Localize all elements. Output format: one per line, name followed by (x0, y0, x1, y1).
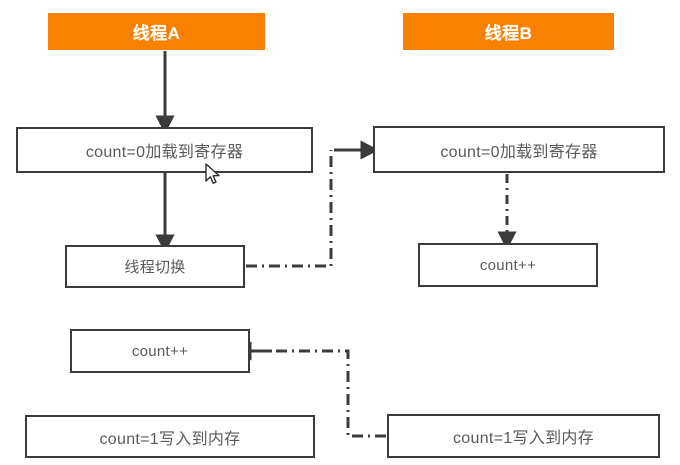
node-a-write-memory[interactable]: count=1写入到内存 (25, 415, 315, 458)
node-b-increment-label: count++ (479, 256, 537, 274)
thread-a-header-label: 线程A (132, 24, 181, 43)
node-b-increment[interactable]: count++ (418, 243, 598, 287)
node-a-thread-switch-label: 线程切换 (124, 259, 186, 276)
node-a-load-register-label: count=0加载到寄存器 (85, 144, 244, 161)
node-b-load-register-label: count=0加载到寄存器 (440, 143, 598, 161)
thread-b-header-label: 线程B (484, 24, 533, 43)
node-a-load-register[interactable]: count=0加载到寄存器 (16, 127, 313, 173)
node-a-increment[interactable]: count++ (70, 329, 250, 373)
thread-a-header: 线程A (48, 13, 265, 50)
node-a-thread-switch[interactable]: 线程切换 (65, 245, 245, 288)
node-b-write-memory-label: count=1写入到内存 (453, 430, 594, 447)
node-a-write-memory-label: count=1写入到内存 (99, 430, 241, 448)
node-b-load-register[interactable]: count=0加载到寄存器 (373, 126, 665, 173)
node-b-write-memory[interactable]: count=1写入到内存 (387, 414, 660, 458)
thread-b-header: 线程B (403, 13, 614, 50)
node-a-increment-label: count++ (131, 342, 189, 360)
